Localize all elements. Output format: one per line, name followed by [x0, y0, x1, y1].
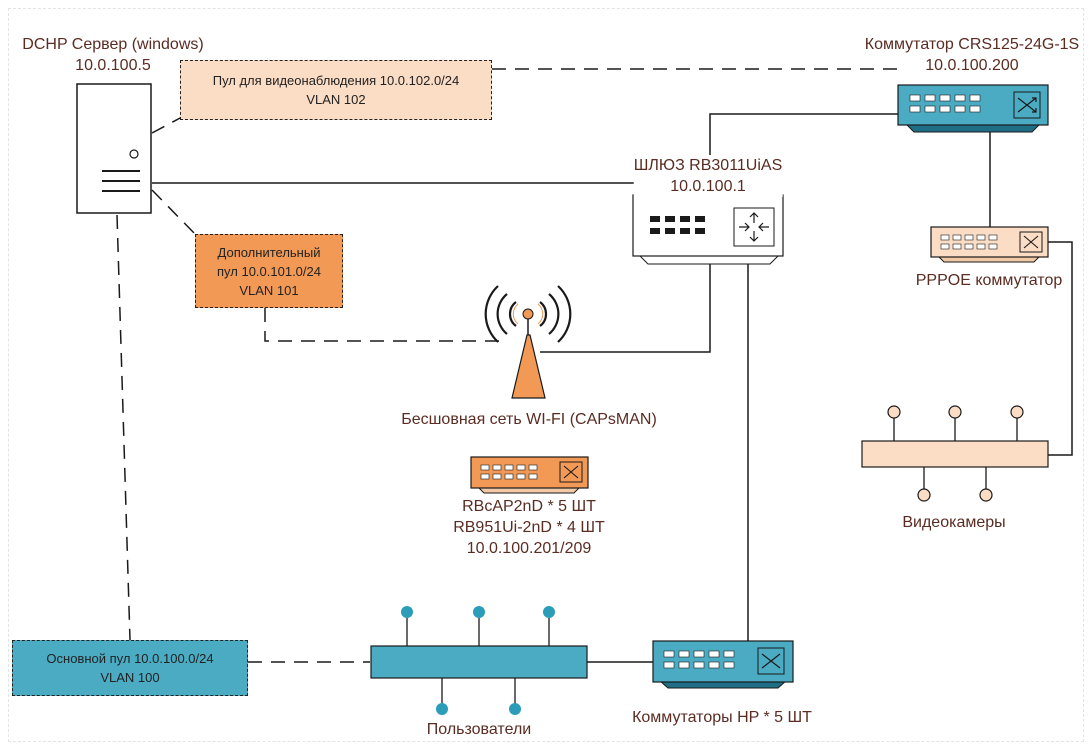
- cameras-label: Видеокамеры: [902, 512, 1005, 533]
- wifi-title: Бесшовная сеть WI-FI (CAPsMAN): [401, 411, 657, 428]
- access-points-ip: 10.0.100.201/209: [466, 540, 592, 557]
- vlan101-link-wifi: [264, 308, 505, 342]
- core-switch-ip: 10.0.100.200: [925, 57, 1019, 74]
- vlan100-link-server: [116, 214, 131, 641]
- dhcp-server-ip: 10.0.100.5: [75, 57, 151, 74]
- hp-switches-label: Коммутаторы HP * 5 ШТ: [632, 707, 812, 728]
- pppoe-switch-label: PPPOE коммутатор: [916, 270, 1062, 291]
- switch-icon: [470, 456, 589, 494]
- core-switch-title: Коммутатор CRS125-24G-1S: [864, 36, 1080, 53]
- pppoe-switch-title: PPPOE коммутатор: [915, 272, 1063, 289]
- pool-video-vlan: VLAN 102: [306, 92, 366, 107]
- pool-video-box: Пул для видеонаблюдения 10.0.102.0/24 VL…: [180, 60, 492, 120]
- pool-extra-line2: пул 10.0.101.0/24: [217, 263, 321, 279]
- dhcp-server-title: DCHP Сервер (windows): [22, 36, 204, 53]
- gateway-label: ШЛЮЗ RB3011UiAS 10.0.100.1: [633, 155, 783, 197]
- access-points-line2: RB951Ui-2nD * 4 ШТ: [453, 519, 605, 536]
- vlan102-link-server: [151, 116, 183, 134]
- diagram-frame: [8, 8, 1084, 742]
- cameras-title: Видеокамеры: [902, 514, 1006, 531]
- pool-extra-box: Дополнительный пул 10.0.101.0/24 VLAN 10…: [195, 234, 343, 308]
- hub-icon: [370, 606, 588, 715]
- gateway-title: ШЛЮЗ RB3011UiAS: [633, 157, 783, 174]
- antenna-icon: [484, 285, 572, 399]
- switch-icon: [652, 640, 794, 689]
- gateway-ip: 10.0.100.1: [670, 178, 746, 195]
- server-icon: [76, 83, 152, 214]
- pool-video-line1: Пул для видеонаблюдения 10.0.102.0/24: [212, 73, 460, 88]
- wifi-label: Бесшовная сеть WI-FI (CAPsMAN): [401, 409, 657, 430]
- hub-icon: [861, 405, 1049, 502]
- core-switch-label: Коммутатор CRS125-24G-1S 10.0.100.200: [865, 34, 1079, 76]
- hp-switches-title: Коммутаторы HP * 5 ШТ: [632, 709, 812, 726]
- pool-extra-vlan: VLAN 101: [239, 282, 299, 298]
- pool-main-vlan: VLAN 100: [100, 670, 160, 685]
- router-icon: [632, 194, 784, 265]
- pool-extra-line1: Дополнительный: [217, 244, 321, 260]
- access-points-label: RBcAP2nD * 5 ШТ RB951Ui-2nD * 4 ШТ 10.0.…: [453, 496, 605, 559]
- access-points-line1: RBcAP2nD * 5 ШТ: [462, 498, 596, 515]
- pool-main-box: Основной пул 10.0.100.0/24 VLAN 100: [12, 640, 248, 696]
- users-title: Пользователи: [426, 721, 532, 738]
- link-gateway-wifi: [540, 262, 711, 353]
- users-label: Пользователи: [427, 719, 531, 740]
- pool-main-line1: Основной пул 10.0.100.0/24: [46, 651, 214, 666]
- switch-icon: [897, 84, 1049, 133]
- dhcp-server-label: DCHP Сервер (windows) 10.0.100.5: [22, 34, 203, 76]
- link-pppoe-cameras: [1048, 241, 1073, 456]
- switch-icon: [930, 226, 1049, 263]
- vlan101-link-server: [151, 189, 196, 235]
